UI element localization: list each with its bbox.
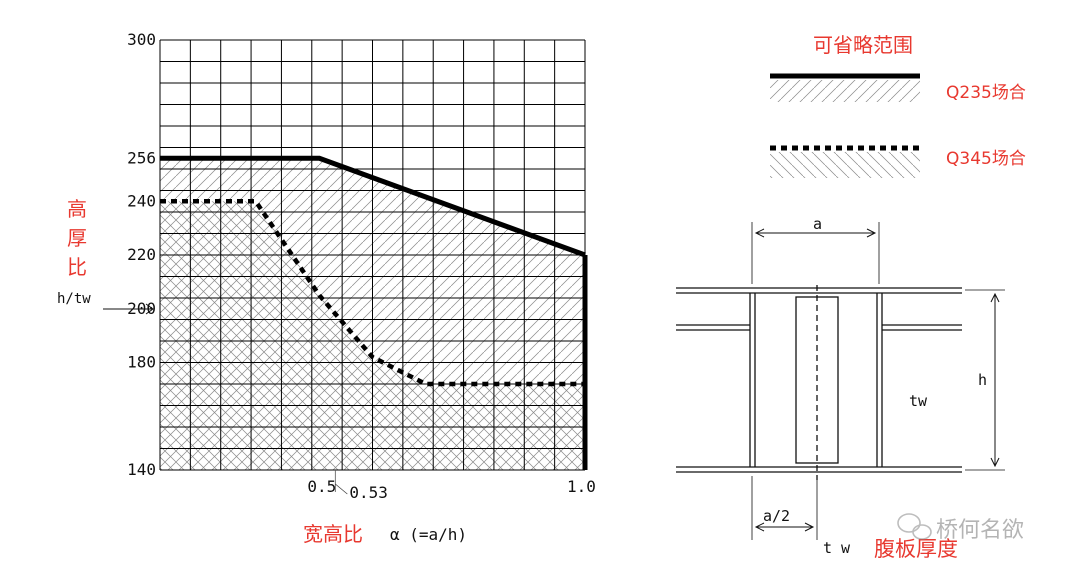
y-axis-title-char: 比 xyxy=(67,255,87,279)
legend-label-q235: Q235场合 xyxy=(946,83,1026,103)
x-tick-label: 0.5 xyxy=(307,477,336,496)
x-axis-expr: α (=a/h) xyxy=(390,525,467,544)
x-tick-labels: 0.5 0.53 1.0 xyxy=(307,477,596,502)
y-tick-label: 200 xyxy=(127,299,156,318)
tw-bottom-label: t w xyxy=(823,539,851,557)
series-line-1 xyxy=(160,155,586,258)
y-tick-label: 180 xyxy=(127,353,156,372)
dim-a-half-label: a/2 xyxy=(763,507,790,525)
x-tick-label: 0.53 xyxy=(349,483,388,502)
y-tick-label: 140 xyxy=(127,460,156,479)
diagram-labels: a h tw a/2 t w 腹板厚度 xyxy=(763,215,987,561)
y-tick-label: 220 xyxy=(127,245,156,264)
y-axis-arrow-icon xyxy=(103,303,154,315)
y-axis-title-char: 厚 xyxy=(67,226,87,250)
y-tick-labels: 300 256 240 220 200 180 140 xyxy=(127,30,156,479)
y-axis-title-cn: 高厚比 xyxy=(67,197,87,279)
web-plate-diagram xyxy=(676,222,1005,540)
y-tick-label: 300 xyxy=(127,30,156,49)
watermark-text: 桥何名欲 xyxy=(936,518,1024,543)
x-axis-label: 宽高比 α (=a/h) xyxy=(303,522,467,546)
y-axis-label: 高厚比 h/tw xyxy=(57,197,154,315)
tick-0-53-leader xyxy=(335,483,348,495)
dim-a-label: a xyxy=(813,215,822,233)
series-line-2 xyxy=(160,199,585,387)
chart-series xyxy=(160,155,588,470)
legend-hatch-q235 xyxy=(770,80,920,102)
hatch-region-2 xyxy=(160,201,585,470)
legend: 可省略范围 Q235场合 Q345场合 xyxy=(770,33,1026,178)
y-axis-title-char: 高 xyxy=(67,197,87,221)
diagram-caption: 腹板厚度 xyxy=(874,537,958,561)
dim-h-label: h xyxy=(978,371,987,389)
y-tick-label: 240 xyxy=(127,191,156,210)
y-axis-expr: h/tw xyxy=(57,291,91,307)
legend-label-q345: Q345场合 xyxy=(946,149,1026,169)
chart: 300 256 240 220 200 180 140 0.5 0.53 1.0 高厚比 h/t… xyxy=(57,30,596,546)
watermark: 桥何名欲 xyxy=(897,513,1024,543)
legend-hatch-q345 xyxy=(770,152,920,178)
x-axis-title-cn: 宽高比 xyxy=(303,522,363,546)
wechat-icon xyxy=(897,513,932,540)
legend-title: 可省略范围 xyxy=(813,33,913,57)
x-tick-label: 1.0 xyxy=(567,477,596,496)
tw-label: tw xyxy=(909,392,928,410)
y-tick-label: 256 xyxy=(127,148,156,167)
